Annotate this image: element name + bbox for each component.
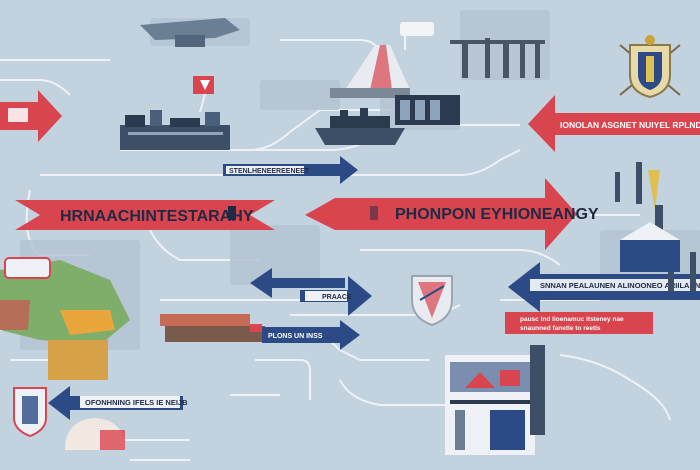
- people-group-illustration: [450, 38, 545, 78]
- ribbon-left-main-label: HRNAACHINTESTARAHY: [60, 208, 254, 225]
- arrow-top-right-red: IONOLAN ASGNET NUIYEL RPLNDY LO PANOG: [528, 95, 700, 152]
- arrow-mid-right-navy: SNNAN PEALAUNEN ALINOONEO ARIILAANENY FA…: [508, 262, 700, 312]
- lower-shield-icon: [13, 387, 47, 438]
- arrow-center-small-label: PRAACE: [322, 294, 352, 301]
- arrow-top-center-navy: STENLHENEEREENEET: [223, 156, 358, 184]
- caption-box-red: pausc lnd lioenamuc itsteney nae snaunne…: [505, 312, 653, 334]
- caption-line-2: snaunned fanetle to reetls: [520, 325, 601, 332]
- caption-line-1: pausc lnd lioenamuc itsteney nae: [520, 316, 624, 323]
- factory-illustration: [445, 345, 545, 455]
- arrow-mid-right-label: SNNAN PEALAUNEN ALINOONEO ARIILAANENY FA…: [540, 281, 700, 290]
- arrow-lower-center-label: PLONS UN INSS: [268, 333, 323, 340]
- arrow-lower-left-label: OFONHNING IFELS IE NEIJB: [85, 398, 188, 407]
- arrow-top-left-red: [0, 90, 62, 142]
- pennant-icon: [193, 76, 214, 113]
- arrow-center-navy-2: PRAACE: [300, 276, 372, 316]
- ribbon-center-main: PHONPON EYHIONEANGY: [305, 178, 599, 250]
- city-skyline-illustration: [120, 110, 230, 150]
- tent-illustration: [330, 45, 410, 98]
- ship-illustration: [315, 95, 460, 145]
- map-illustration: [0, 257, 130, 380]
- ribbon-left-main: HRNAACHINTESTARAHY: [15, 200, 275, 230]
- arrow-center-navy-1: [250, 268, 345, 298]
- arrow-top-center-text: STENLHENEEREENEET: [229, 168, 310, 175]
- building-row-illustration: [160, 314, 265, 342]
- dome-illustration: [65, 418, 125, 450]
- arrow-lower-center-navy: PLONS UN INSS: [262, 320, 360, 350]
- vehicle-illustration: [140, 18, 240, 47]
- ribbon-center-main-label: PHONPON EYHIONEANGY: [395, 206, 599, 223]
- arrow-lower-left-navy: OFONHNING IFELS IE NEIJB: [48, 386, 188, 420]
- flag-icon: [400, 22, 434, 50]
- people-right-illustration: [615, 162, 696, 292]
- emblem-icon: [619, 35, 681, 99]
- arrow-top-right-label: IONOLAN ASGNET NUIYEL RPLNDY LO PANOG: [560, 120, 700, 130]
- shield-icon: [411, 275, 453, 327]
- right-building-illustration: [620, 222, 680, 272]
